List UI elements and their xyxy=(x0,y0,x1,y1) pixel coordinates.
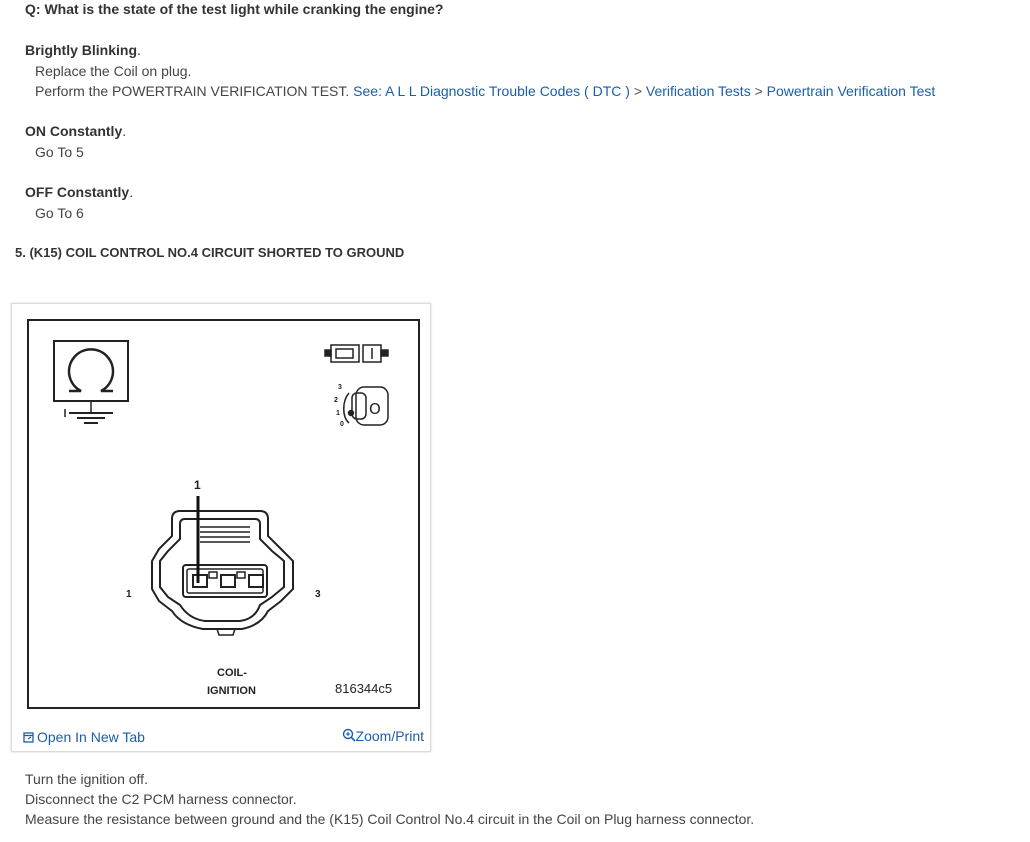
step-title: 5. (K15) COIL CONTROL NO.4 CIRCUIT SHORT… xyxy=(15,245,405,260)
figure-card: O 3 2 1 0 xyxy=(11,303,431,752)
option-line-verification: Perform the POWERTRAIN VERIFICATION TEST… xyxy=(35,83,936,99)
caption-line-2: IGNITION xyxy=(207,685,256,697)
key-label-2: 2 xyxy=(334,397,338,404)
figure-id: 816344c5 xyxy=(335,681,392,696)
pin-label-right: 3 xyxy=(315,589,321,600)
coil-connector-drawing xyxy=(151,510,294,636)
option-title-on-constantly: ON Constantly. xyxy=(25,123,127,139)
key-label-3: 3 xyxy=(338,384,342,391)
open-new-tab-button[interactable]: Open In New Tab xyxy=(23,729,145,745)
instruction-line: Measure the resistance between ground an… xyxy=(25,811,755,827)
option-line: Go To 6 xyxy=(35,205,84,221)
caption-line-1: COIL- xyxy=(217,667,247,679)
key-label-1: 1 xyxy=(336,410,340,417)
diagram[interactable]: O 3 2 1 0 xyxy=(27,319,420,709)
figure-footer: Open In New Tab Zoom/Print xyxy=(12,725,430,749)
option-title-brightly-blinking: Brightly Blinking. xyxy=(25,42,141,58)
instruction-line: Turn the ignition off. xyxy=(25,771,148,787)
option-line: Go To 5 xyxy=(35,144,84,160)
ohmmeter-icon xyxy=(53,340,129,424)
option-line: Replace the Coil on plug. xyxy=(35,63,192,79)
link-powertrain-verification-test[interactable]: Powertrain Verification Test xyxy=(766,83,936,99)
open-tab-icon xyxy=(23,732,34,743)
svg-text:O: O xyxy=(369,400,381,418)
connector-diagram: O 3 2 1 0 xyxy=(53,340,392,697)
magnifier-icon xyxy=(342,728,356,742)
key-label-0: 0 xyxy=(340,421,344,428)
link-verification-tests[interactable]: Verification Tests xyxy=(645,83,751,99)
link-dtc[interactable]: See: A L L Diagnostic Trouble Codes ( DT… xyxy=(353,83,630,99)
option-title-off-constantly: OFF Constantly. xyxy=(25,184,134,200)
ignition-key-icon: O xyxy=(343,386,389,426)
pin-label-left: 1 xyxy=(126,589,132,600)
instruction-line: Disconnect the C2 PCM harness connector. xyxy=(25,791,297,807)
question-text: Q: What is the state of the test light w… xyxy=(25,1,444,17)
pin-label-top: 1 xyxy=(194,478,201,492)
zoom-print-button[interactable]: Zoom/Print xyxy=(342,728,424,744)
connector-disconnect-icon xyxy=(324,344,389,363)
